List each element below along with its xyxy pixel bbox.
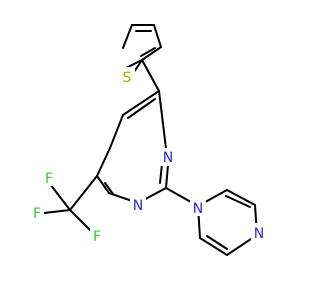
fluorine-label-1: F — [45, 171, 53, 187]
bond — [159, 163, 163, 184]
bond — [127, 98, 156, 119]
imidazole-nitrogen-1: N — [190, 198, 206, 217]
nitrogen-atom-top: N — [160, 148, 176, 166]
sulfur-label: S — [123, 70, 132, 86]
bond — [122, 90, 160, 116]
fluorine-atom-2: F — [30, 204, 44, 222]
bond — [199, 237, 228, 256]
imidazole-n3-label: N — [254, 226, 264, 242]
bond — [153, 24, 162, 48]
structure-diagram: S N N N N F F F — [30, 24, 267, 256]
fluorine-label-3: F — [93, 229, 101, 245]
bond — [69, 175, 98, 211]
bond — [225, 195, 251, 208]
imidazole-n1-label: N — [193, 201, 203, 217]
bond — [104, 182, 114, 195]
pyrimidine-ring — [96, 90, 169, 204]
fluorine-label-2: F — [33, 206, 41, 222]
bond — [206, 235, 228, 250]
bond — [141, 59, 160, 92]
bond — [140, 47, 156, 57]
bond — [49, 183, 71, 211]
bond — [109, 114, 124, 149]
bond — [226, 189, 256, 206]
bond — [96, 175, 110, 194]
bond — [165, 164, 169, 189]
sulfur-atom: S — [119, 67, 135, 86]
fluorine-atom-1: F — [42, 168, 56, 187]
bond — [96, 147, 111, 177]
fluorine-atom-3: F — [90, 226, 104, 245]
nitrogen-label-bottom: N — [133, 198, 143, 214]
bond — [141, 46, 162, 61]
bond — [122, 24, 133, 49]
imidazole-ring — [197, 189, 258, 256]
imidazole-nitrogen-3: N — [251, 223, 267, 242]
atom-labels: S N N N N F F F — [30, 67, 267, 245]
nitrogen-label-top: N — [163, 150, 173, 166]
nitrogen-atom-bottom: N — [130, 196, 146, 214]
structure-canvas: S N N N N F F F — [30, 24, 267, 256]
bond — [43, 209, 71, 214]
